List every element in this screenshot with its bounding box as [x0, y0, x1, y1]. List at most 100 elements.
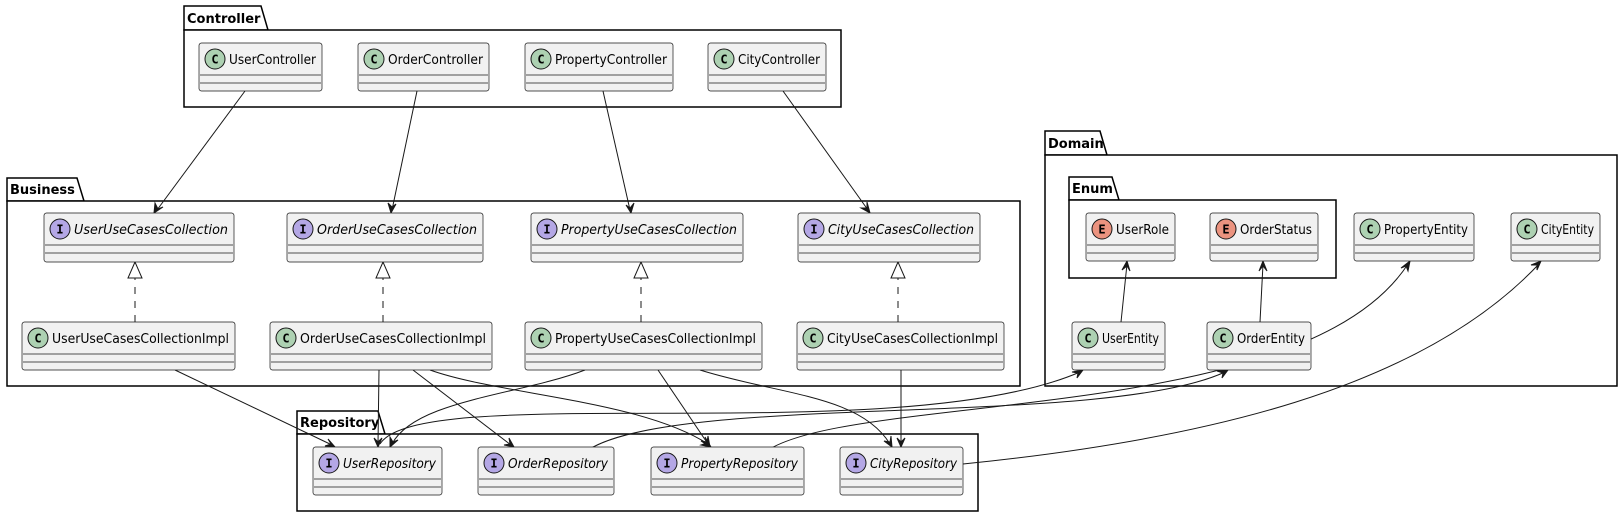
class-box-frame: [286, 212, 484, 263]
class-badge-icon: [530, 327, 552, 349]
class-name: CityUseCasesCollectionImpl: [827, 332, 998, 347]
class-box-frame: [1209, 212, 1319, 262]
badge-letter: I: [299, 223, 306, 237]
edge-propertyimpl-to-cityrepository: [699, 369, 893, 449]
edge-userimpl-to-userrepository: [174, 369, 337, 448]
edge-orderimpl-to-orderrepository: [412, 369, 515, 448]
class-name: OrderRepository: [508, 457, 608, 472]
class-name: OrderUseCasesCollectionImpl: [300, 332, 486, 347]
badge-letter: C: [1523, 223, 1530, 237]
class-box-frame: [707, 42, 827, 92]
class-name: OrderUseCasesCollection: [317, 223, 477, 238]
badge-letter: I: [852, 457, 859, 471]
badge-letter: C: [282, 332, 289, 346]
edge-orderimpl-to-userrepository: [373, 369, 383, 449]
class-box-order-usecases-impl[interactable]: C OrderUseCasesCollectionImpl: [269, 321, 493, 371]
class-badge-icon: [204, 48, 226, 70]
edge-propertycontroller-to-propertyusecases: [602, 90, 635, 215]
class-box-order-repository[interactable]: I OrderRepository: [477, 446, 615, 496]
edge-cityimpl-realizes-cityusecases: [890, 260, 906, 322]
class-box-property-usecases-impl[interactable]: C PropertyUseCasesCollectionImpl: [524, 321, 763, 371]
class-box-user-usecases[interactable]: I UserUseCasesCollection: [43, 212, 235, 263]
interface-badge-icon: [292, 218, 314, 240]
interface-badge-icon: [536, 218, 558, 240]
badge-letter: C: [1366, 223, 1373, 237]
class-box-user-role[interactable]: E UserRole: [1085, 212, 1176, 262]
badge-letter: C: [537, 332, 544, 346]
class-box-order-usecases[interactable]: I OrderUseCasesCollection: [286, 212, 484, 263]
edge-ordercontroller-to-orderusecases: [387, 90, 418, 215]
badge-letter: E: [1098, 223, 1105, 237]
badge-letter: C: [1219, 332, 1226, 346]
interface-badge-icon: [845, 452, 867, 474]
badge-letter: I: [325, 457, 332, 471]
class-name: UserEntity: [1102, 332, 1159, 347]
class-badge-icon: [27, 327, 49, 349]
class-box-frame: [477, 446, 615, 496]
badge-letter: C: [211, 53, 218, 67]
class-box-frame: [1206, 321, 1312, 371]
edge-orderrepository-to-orderentity: [579, 369, 1230, 457]
class-box-frame: [839, 446, 964, 496]
class-box-city-entity[interactable]: C CityEntity: [1510, 212, 1601, 262]
class-box-frame: [530, 212, 744, 263]
badge-letter: C: [720, 53, 727, 67]
enum-badge-icon: [1091, 218, 1113, 240]
edge-orderimpl-realizes-orderusecases: [375, 260, 391, 322]
class-box-frame: [43, 212, 235, 263]
class-name: OrderStatus: [1240, 223, 1312, 238]
badge-letter: I: [56, 223, 63, 237]
class-name: CityUseCasesCollection: [828, 223, 974, 238]
edge-propertyimpl-to-propertyrepository: [657, 369, 711, 449]
edge-citycontroller-to-cityusecases: [782, 90, 871, 215]
class-box-frame: [21, 321, 236, 371]
edge-userimpl-realizes-userusecases: [127, 260, 143, 322]
class-name: OrderEntity: [1237, 332, 1305, 347]
interface-badge-icon: [49, 218, 71, 240]
class-badge-icon: [363, 48, 385, 70]
package-repository-label: Repository: [300, 416, 380, 431]
class-box-frame: [357, 42, 490, 92]
class-box-frame: [1353, 212, 1475, 262]
package-domain-label: Domain: [1048, 137, 1104, 152]
class-box-city-usecases[interactable]: I CityUseCasesCollection: [797, 212, 981, 263]
edge-userrepository-to-userentity: [379, 369, 1085, 445]
class-name: PropertyUseCasesCollectionImpl: [555, 332, 756, 347]
badge-letter: I: [490, 457, 497, 471]
class-box-user-controller[interactable]: C UserController: [198, 42, 323, 92]
class-badge-icon: [1359, 218, 1381, 240]
class-name: UserRole: [1116, 223, 1169, 238]
class-badge-icon: [530, 48, 552, 70]
class-badge-icon: [713, 48, 735, 70]
class-box-order-status[interactable]: E OrderStatus: [1209, 212, 1319, 262]
class-name: UserUseCasesCollection: [74, 223, 228, 238]
edge-orderentity-to-orderstatus: [1258, 259, 1268, 323]
badge-letter: C: [370, 53, 377, 67]
class-box-frame: [269, 321, 493, 371]
class-name: UserUseCasesCollectionImpl: [52, 332, 229, 347]
class-name: CityEntity: [1541, 223, 1594, 238]
interface-badge-icon: [656, 452, 678, 474]
badge-letter: E: [1222, 223, 1229, 237]
class-box-frame: [650, 446, 805, 496]
badge-letter: I: [810, 223, 817, 237]
class-box-frame: [312, 446, 443, 496]
class-badge-icon: [275, 327, 297, 349]
edge-propertyimpl-to-userrepository: [389, 369, 586, 449]
class-box-order-entity[interactable]: C OrderEntity: [1206, 321, 1312, 371]
badge-letter: C: [537, 53, 544, 67]
edge-propertyimpl-realizes-propertyusecases: [633, 260, 649, 322]
class-name: UserController: [229, 53, 317, 68]
